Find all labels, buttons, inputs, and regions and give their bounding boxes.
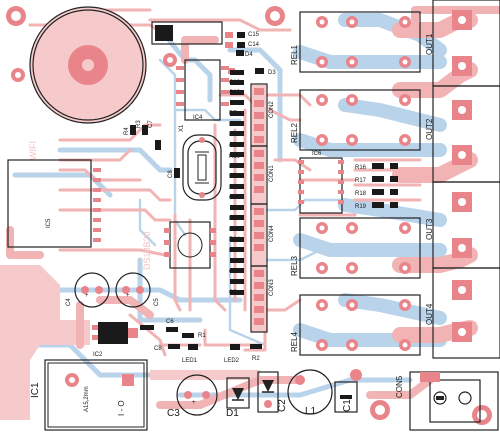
led1-label: LED1 (182, 358, 198, 364)
r11-label: R11 (229, 174, 240, 180)
relay-2: REL2 (290, 89, 421, 151)
rel1-label: REL1 (290, 44, 299, 65)
relays: REL1 REL2 REL3 (290, 11, 421, 356)
ic2-label: IC2 (93, 352, 103, 358)
c12-label: C12 (229, 80, 241, 86)
svg-text:+: + (192, 400, 196, 406)
d4-label: D4 (245, 52, 253, 58)
rel3-label: REL3 (290, 255, 299, 276)
out3-label: OUT3 (425, 218, 434, 240)
connector-headers: CON2 CON1 CON4 CON3 (250, 83, 275, 333)
r3-label: R3 (136, 120, 142, 128)
ic5-label: IC5 (46, 218, 52, 228)
c15-label: C15 (248, 32, 260, 38)
r16-label: R16 (355, 165, 367, 171)
c6-cap-label: C6 (166, 319, 174, 325)
c14-label: C14 (248, 42, 260, 48)
c7-label: C7 (148, 120, 154, 128)
c6-label: C6 (229, 290, 237, 296)
c1-label: C1 (342, 399, 353, 412)
bottom-row: + C3 D1 C2 L1 C1 CON5 (167, 369, 499, 431)
power-section: + C4 + C5 IC2 C6 R1 C8 LED1 LED2 R2 IC1 … (30, 272, 262, 431)
c8-cap-label: C8 (154, 346, 162, 352)
con2-label: CON2 (269, 101, 275, 118)
output-terminals: OUT1 OUT2 OUT3 OUT4 (425, 0, 500, 359)
r15-label: R15 (229, 185, 241, 191)
ic5-wifi-module: IC5 (7, 159, 101, 248)
r19-label: R19 (355, 204, 367, 210)
ic1-pins: I - O (117, 400, 126, 416)
passive-column: C12 C13 R7 R5 R6 C10 R9 R10 R11 R15 C16 … (229, 70, 244, 296)
ic1-label: IC1 (30, 382, 41, 398)
r18-label: R18 (355, 191, 367, 197)
d1-label: D1 (226, 408, 239, 419)
rel4-label: REL4 (290, 331, 299, 352)
ic6-label: IC6 (312, 151, 322, 157)
con5-label: CON5 (395, 375, 404, 398)
out4-label: OUT4 (425, 303, 434, 325)
r7-label: R7 (229, 111, 237, 117)
c10-label: C10 (229, 143, 241, 149)
r5-label: R5 (229, 122, 237, 128)
rel2-label: REL2 (290, 122, 299, 143)
r4-label: R4 (124, 127, 130, 135)
c16-label: C16 (229, 195, 241, 201)
ic1-text: A15,2mm (84, 386, 90, 412)
c3-label: C3 (167, 408, 180, 419)
ic6-block: IC6 R16 R17 R18 R19 (298, 151, 398, 214)
c4-label: C4 (66, 298, 72, 306)
l1-label: L1 (305, 406, 317, 417)
crystal-x1: C8 (168, 134, 222, 201)
out1-label: OUT1 (425, 33, 434, 55)
ic3 (164, 221, 216, 269)
svg-text:+: + (126, 293, 130, 299)
con4-label: CON4 (269, 225, 275, 242)
c2-label: C2 (277, 399, 288, 412)
r17-label: R17 (355, 178, 367, 184)
svg-text:+: + (85, 293, 89, 299)
c13-label: C13 (229, 90, 241, 96)
mounting-holes (6, 6, 492, 425)
r10-label: R10 (229, 154, 241, 160)
con3-label: CON3 (269, 279, 275, 296)
buzzer (29, 6, 147, 124)
r8-label: R8 (229, 216, 237, 222)
ic4-label: IC4 (193, 115, 203, 121)
r1-label: R1 (198, 333, 206, 339)
r9-label: R9 (229, 164, 237, 170)
c8-label: C8 (168, 170, 174, 178)
r6-label: R6 (229, 132, 237, 138)
relay-3: REL3 (290, 217, 421, 279)
r12-label: R12 (229, 248, 241, 254)
r2-label: R2 (252, 356, 260, 362)
x1-label: X1 (179, 124, 185, 132)
out2-label: OUT2 (425, 118, 434, 140)
relay-1: REL1 (290, 11, 421, 73)
r13-label: R13 (229, 227, 241, 233)
relay-4: REL4 (290, 294, 421, 356)
con1-label: CON1 (269, 165, 275, 182)
led2-label: LED2 (224, 358, 240, 364)
ds18b20-ghost-label: DS18B20 (142, 231, 152, 270)
d3-label: D3 (268, 70, 276, 76)
c5-label: C5 (154, 298, 160, 306)
wifi-ghost-label: WIFI (28, 141, 38, 160)
r14-label: R14 (229, 237, 241, 243)
c11-label: C11 (229, 269, 240, 275)
upper-center-parts: C15 C14 D4 D3 IC4 R4 R3 C7 C9 X1 (124, 21, 276, 150)
